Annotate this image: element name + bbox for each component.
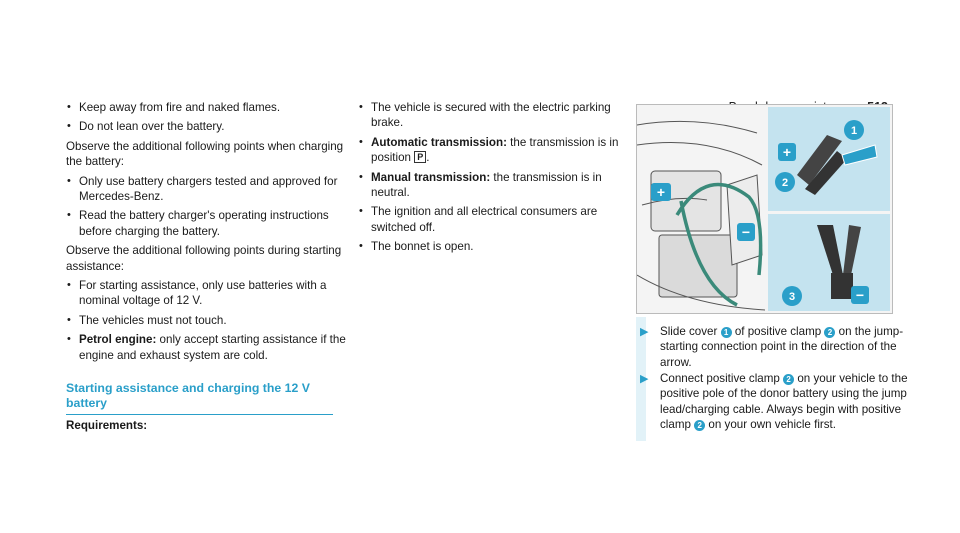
warning-list: Keep away from fire and naked flames. Do… <box>66 100 346 135</box>
assist-intro: Observe the additional following points … <box>66 244 342 273</box>
step-2-text-a: Connect positive clamp <box>660 372 780 385</box>
jump-start-illustration: + − + 1 2 <box>636 104 893 314</box>
positive-clamp-icon <box>797 135 878 195</box>
charging-list: Only use battery chargers tested and app… <box>66 174 346 240</box>
gear-p-symbol: P <box>414 151 427 164</box>
requirements-list: The vehicle is secured with the electric… <box>358 100 626 255</box>
minus-symbol-icon: − <box>851 286 869 304</box>
step-arrow-icon: ▶ <box>640 373 649 385</box>
step-1-text-c: on the jump-starting connection point in… <box>660 325 904 369</box>
step-indicator-band <box>636 317 646 441</box>
ref-number-2: 2 <box>783 374 795 385</box>
plus-symbol-icon: + <box>778 143 796 161</box>
jump-cable <box>675 182 763 307</box>
list-item: Read the battery charger's operating ins… <box>66 208 346 239</box>
manual-text: the transmission is in neutral. <box>371 170 602 200</box>
ref-number-2: 2 <box>694 420 706 432</box>
list-item: Only use battery chargers tested and app… <box>66 174 346 205</box>
callout-2-label: 2 <box>782 177 788 189</box>
callout-1-label: 1 <box>851 125 857 137</box>
ref-number-1: 1 <box>720 327 732 338</box>
step-1-text-b: of positive clamp <box>734 325 822 338</box>
manual-label: Manual transmission: <box>371 170 491 184</box>
petrol-text: only accept starting assistance if the e… <box>79 333 346 362</box>
step-2-text-b: on your vehicle to the positive pole of … <box>660 372 908 432</box>
plus-label: + <box>657 184 665 200</box>
assist-list: For starting assistance, only use batter… <box>66 278 346 363</box>
list-item: The ignition and all electrical consumer… <box>358 204 626 235</box>
callout-2: 2 <box>775 172 795 192</box>
minus-label: − <box>742 224 750 240</box>
callout-3-label: 3 <box>789 291 795 303</box>
callout-1: 1 <box>844 120 864 140</box>
charging-intro: Observe the additional following points … <box>66 139 344 169</box>
negative-clamp-icon <box>817 225 861 299</box>
list-item: The vehicles must not touch. <box>66 313 346 329</box>
minus-symbol-label: − <box>856 287 864 303</box>
callout-3: 3 <box>782 286 802 306</box>
plus-symbol-label: + <box>783 144 791 160</box>
step-2-text-c: on your own vehicle first. <box>708 418 836 432</box>
illustration-svg: + − + 1 2 <box>636 107 890 311</box>
step-1: ▶ Slide cover 1 of positive clamp 2 on t… <box>640 324 915 370</box>
auto-label: Automatic transmission: <box>371 135 507 149</box>
requirements-label: Requirements: <box>66 419 148 432</box>
section-title: Starting assistance and charging the 12 … <box>66 381 333 415</box>
list-item: Petrol engine: only accept starting assi… <box>66 332 346 363</box>
petrol-label: Petrol engine: <box>79 333 157 347</box>
list-item: Automatic transmission: the transmission… <box>358 135 626 166</box>
auto-text: the transmission is in position <box>371 135 619 165</box>
column-left: Keep away from fire and naked flames. Do… <box>66 100 346 367</box>
list-item: The bonnet is open. <box>358 239 626 255</box>
column-middle: The vehicle is secured with the electric… <box>358 100 626 259</box>
list-item: Keep away from fire and naked flames. <box>66 100 346 116</box>
list-item: The vehicle is secured with the electric… <box>358 100 626 131</box>
step-2: ▶ Connect positive clamp 2 on your vehic… <box>640 371 915 433</box>
minus-terminal-icon: − <box>737 223 755 241</box>
plus-terminal-icon: + <box>651 183 671 201</box>
step-1-text-a: Slide cover <box>660 325 718 338</box>
list-item: Manual transmission: the transmission is… <box>358 170 626 201</box>
list-item: Do not lean over the battery. <box>66 119 346 135</box>
step-arrow-icon: ▶ <box>640 326 649 338</box>
engine-bay-drawing <box>636 120 766 311</box>
ref-number-2: 2 <box>824 327 836 338</box>
list-item: For starting assistance, only use batter… <box>66 278 346 309</box>
